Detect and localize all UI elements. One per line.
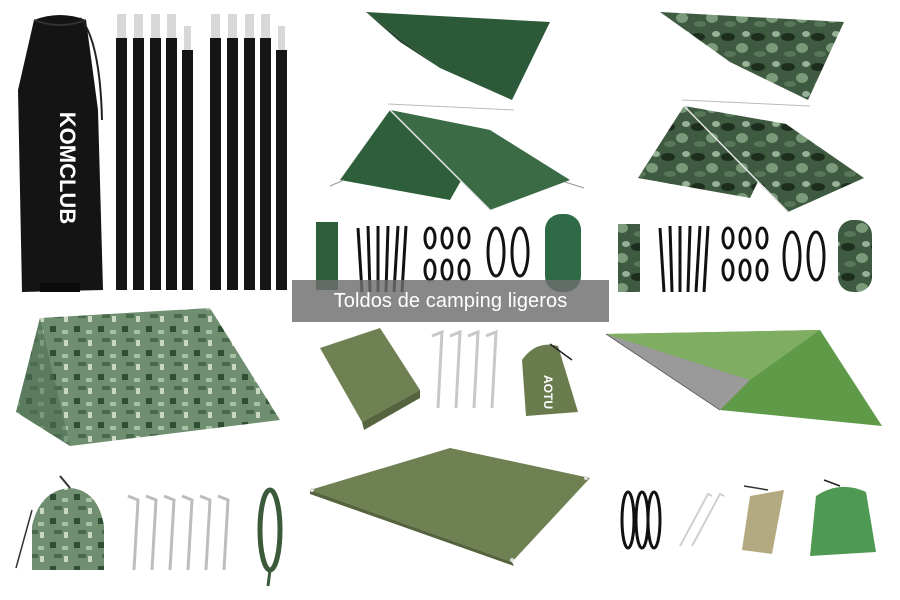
black-stuff-sack [18,15,103,292]
caption-text: Toldos de camping ligeros [333,290,568,312]
poles-kit-illustration: KOMCLUB [18,14,287,292]
product-digital-camo-tarp-kit[interactable] [0,300,300,600]
digital-camo-tarp [16,308,280,446]
sack-brand-text-aotu: AOTU [541,375,555,409]
olive-sheet-illustration: AOTU [310,328,590,566]
folded-sheet [320,328,420,430]
pole-tips-left [117,14,191,50]
guy-rope [257,487,283,587]
diamond-stakes [679,492,725,547]
tent-poles-right [210,38,287,290]
digital-camo-illustration [15,308,283,587]
digital-camo-bag [15,475,104,570]
camo-tarp-flat [660,12,844,100]
tarp-pitched [329,103,585,211]
product-poles-kit[interactable]: KOMCLUB [0,0,300,300]
green-stuff-sack [810,479,876,556]
caption-banner: Toldos de camping ligeros [292,280,609,322]
ground-sheet-spread [310,448,590,566]
product-diamond-tarp-kit[interactable] [600,300,900,600]
tarp-flat [366,12,550,100]
sack-brand-text: KOMCLUB [55,112,80,224]
sheet-stuff-sack: AOTU [522,343,578,416]
diamond-ropes [620,490,662,550]
product-olive-ground-sheet-kit[interactable]: AOTU [300,300,600,600]
tan-stuff-sack [742,485,784,554]
stakes [127,494,230,571]
camo-tarp-illustration [618,12,872,293]
product-camo-tarp-kit[interactable] [600,0,900,300]
sheet-stakes [431,329,498,409]
product-green-tarp-kit[interactable] [300,0,600,300]
diamond-tarp-illustration [605,330,882,556]
green-tarp-illustration [316,12,585,293]
diamond-tarp [605,330,882,426]
tent-poles-left [116,38,193,290]
pole-tips-right [211,14,285,50]
camo-tarp-pitched [638,99,864,213]
camo-accessories-row [618,220,872,293]
